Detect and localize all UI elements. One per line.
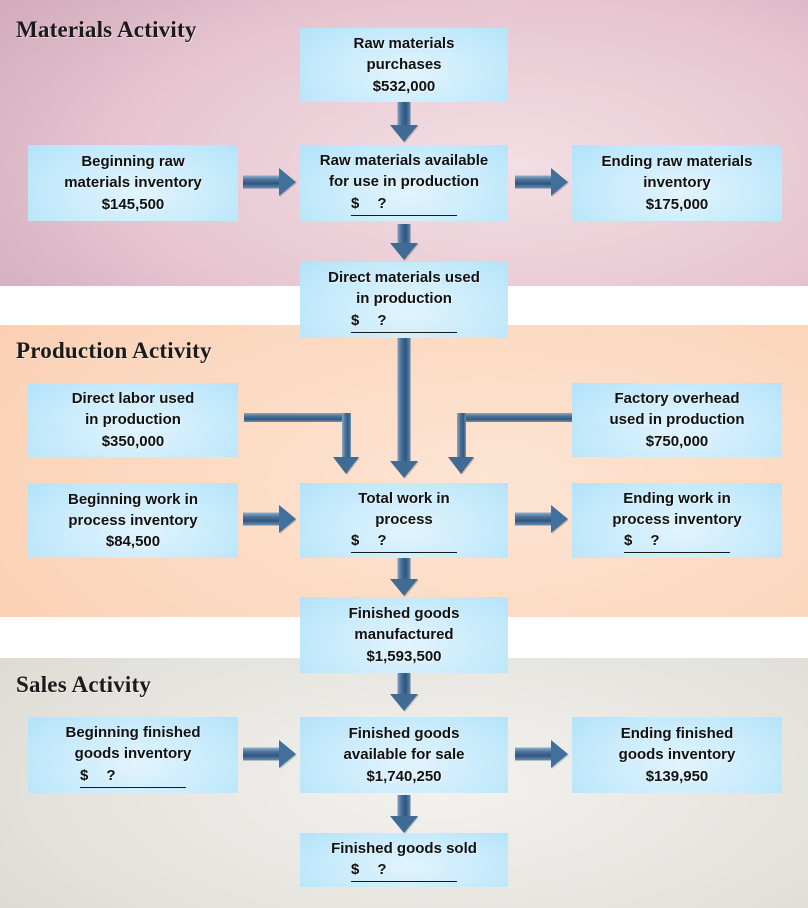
box-line-2: in production [356,290,452,308]
arrow-dm-used-to-total-wip [390,337,418,478]
arrow-available-to-dm-used [390,224,418,260]
box-value: $84,500 [105,533,161,551]
box-line-2: manufactured [354,626,454,644]
box-value: $750,000 [645,432,709,450]
box-line-2: goods inventory [618,746,736,764]
arrow-beginning-fg-to-fg-available [243,740,296,768]
box-line-1: Ending raw materials [601,153,753,171]
box-value: $139,950 [645,767,709,785]
arrow-direct-labor-to-total-wip [244,413,360,478]
box-line-1: Beginning work in [68,490,198,508]
box-raw-materials-available: Raw materials available for use in produ… [300,145,508,221]
box-line-2: available for sale [343,746,465,764]
box-line-1: Beginning finished [65,724,201,742]
box-raw-materials-purchases: Raw materials purchases $532,000 [300,28,508,102]
box-value: ? [377,194,387,212]
box-ending-finished-goods-inventory: Ending finished goods inventory $139,950 [572,717,782,793]
box-line-1: Direct materials used [328,269,480,287]
box-direct-materials-used: Direct materials used in production $? [300,262,508,338]
box-beginning-raw-materials-inventory: Beginning raw materials inventory $145,5… [28,145,238,221]
currency-symbol: $ [80,766,89,784]
box-line-2: inventory [643,174,711,192]
box-beginning-work-in-process: Beginning work in process inventory $84,… [28,483,238,558]
box-value-blank: $? [351,193,457,216]
section-title-production: Production Activity [16,338,212,363]
box-value-blank: $? [351,530,457,554]
box-value: $532,000 [372,77,436,95]
box-line-1: Finished goods [348,605,460,623]
box-line-1: Factory overhead [614,390,740,408]
currency-symbol: $ [351,861,360,878]
box-line-1: Direct labor used [71,390,195,408]
section-title-sales: Sales Activity [16,672,152,697]
section-title-materials: Materials Activity [16,17,197,42]
box-ending-raw-materials-inventory: Ending raw materials inventory $175,000 [572,145,782,221]
box-line-1: Finished goods [348,725,460,743]
box-finished-goods-sold: Finished goods sold $? [300,833,508,887]
arrow-fg-available-to-ending-fg [515,740,568,768]
arrow-fg-available-to-fg-sold [390,795,418,833]
arrow-beginning-wip-to-total-wip [243,505,296,533]
arrow-total-wip-to-ending-wip [515,505,568,533]
box-line-2: goods inventory [74,745,192,763]
currency-symbol: $ [351,532,360,550]
box-value: $350,000 [101,432,165,450]
box-line-2: process [375,510,433,528]
box-line-2: process inventory [612,510,742,528]
arrow-purchases-to-available [390,102,418,142]
box-line-2: purchases [366,56,442,74]
arrow-factory-overhead-to-total-wip [448,413,572,478]
currency-symbol: $ [351,311,360,329]
box-line-2: materials inventory [64,174,202,192]
box-value-blank: $? [351,310,457,333]
box-line-2: in production [85,411,181,429]
box-value-blank: $? [624,530,730,554]
box-value: $1,740,250 [366,767,442,785]
currency-symbol: $ [351,194,360,212]
box-line-1: Raw materials [353,35,455,53]
box-value-blank: $? [351,859,457,883]
box-direct-labor-used: Direct labor used in production $350,000 [28,383,238,457]
box-ending-work-in-process: Ending work in process inventory $? [572,483,782,558]
box-total-work-in-process: Total work in process $? [300,483,508,558]
box-line-1: Ending finished [620,725,734,743]
box-line-1: Finished goods sold [331,839,477,857]
box-value: ? [650,532,660,550]
box-value-blank: $? [80,765,186,788]
box-value: $175,000 [645,195,709,213]
arrow-available-to-ending-rm [515,168,568,196]
box-line-1: Total work in [358,489,450,507]
box-factory-overhead-used: Factory overhead used in production $750… [572,383,782,457]
box-line-2: used in production [609,411,745,429]
box-line-1: Ending work in [623,489,731,507]
arrow-total-wip-to-fg-manufactured [390,558,418,596]
box-line-1: Raw materials available [319,152,489,170]
currency-symbol: $ [624,532,633,550]
box-value: $1,593,500 [366,647,442,665]
box-value: $145,500 [101,195,165,213]
box-value: ? [106,766,116,784]
box-finished-goods-available-for-sale: Finished goods available for sale $1,740… [300,717,508,793]
arrow-fg-manufactured-to-fg-available [390,671,418,711]
box-line-2: for use in production [329,173,479,191]
box-value: ? [377,861,387,878]
box-line-2: process inventory [68,511,198,529]
box-value: ? [377,311,387,329]
box-finished-goods-manufactured: Finished goods manufactured $1,593,500 [300,597,508,673]
box-line-1: Beginning raw [81,153,185,171]
arrow-beginning-rm-to-available [243,168,296,196]
box-value: ? [377,532,387,550]
box-beginning-finished-goods-inventory: Beginning finished goods inventory $? [28,717,238,793]
